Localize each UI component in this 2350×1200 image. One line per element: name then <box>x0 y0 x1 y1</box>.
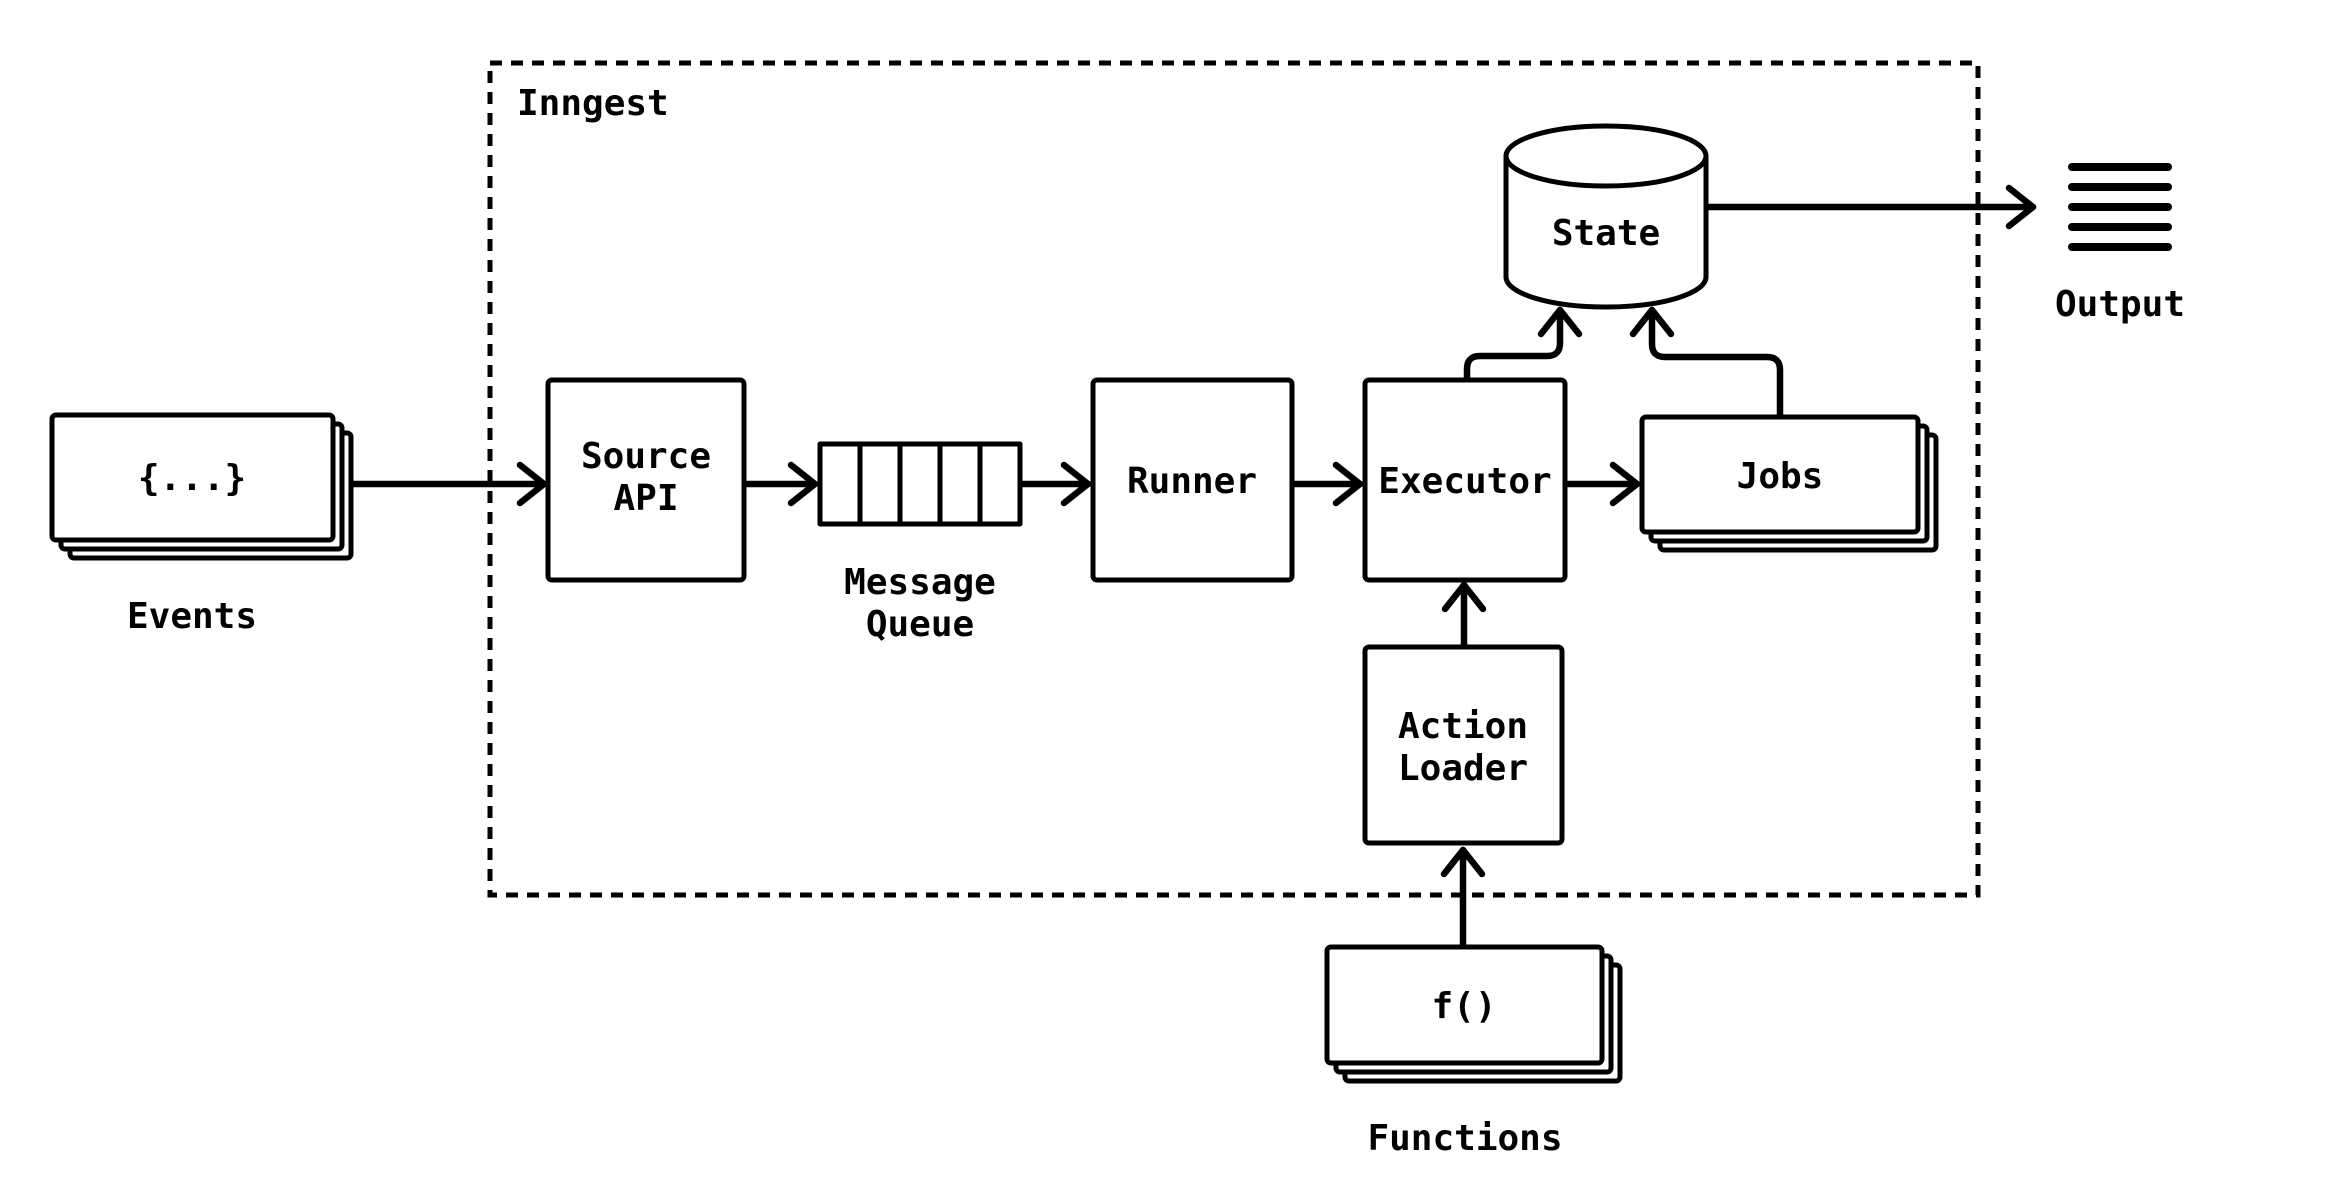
functions-box-text: f() <box>1431 986 1496 1027</box>
action-loader-box <box>1362 644 1565 846</box>
state-database-cylinder-body <box>1503 156 1709 310</box>
executor-node: Executor <box>1362 377 1568 583</box>
action-loader-label-line2: Loader <box>1398 748 1528 789</box>
arrow-jobs-to-state <box>1629 306 1784 421</box>
output-lines-icon <box>2068 163 2172 251</box>
functions-label: Functions <box>1367 1118 1562 1159</box>
executor-label: Executor <box>1378 461 1551 502</box>
jobs-node: Jobs <box>1639 414 1939 553</box>
functions-node: f() Functions <box>1324 944 1623 1159</box>
jobs-label: Jobs <box>1737 456 1824 497</box>
source-api-node: Source API <box>545 377 747 583</box>
action-loader-node: Action Loader <box>1362 644 1565 846</box>
executor-box <box>1362 377 1568 583</box>
inngest-container-border <box>487 60 1981 898</box>
functions-box <box>1324 944 1605 1066</box>
output-node: Output <box>2055 163 2185 325</box>
source-api-label-line1: Source <box>581 436 711 477</box>
inngest-label: Inngest <box>517 83 669 124</box>
events-label: Events <box>127 596 257 637</box>
message-queue-node: Message Queue <box>817 441 1023 645</box>
source-api-box <box>545 377 747 583</box>
state-label: State <box>1552 213 1660 254</box>
events-node: {...} Events <box>49 412 354 637</box>
jobs-box <box>1639 414 1921 535</box>
source-api-label-line2: API <box>613 478 678 519</box>
runner-box <box>1090 377 1295 583</box>
message-queue-label-line2: Queue <box>866 604 974 645</box>
events-box <box>49 412 336 543</box>
runner-label: Runner <box>1127 461 1257 502</box>
action-loader-label-line1: Action <box>1398 706 1528 747</box>
output-label: Output <box>2055 284 2185 325</box>
state-node: State <box>1503 123 1709 310</box>
message-queue-icon <box>817 441 1023 527</box>
state-database-cylinder-top <box>1503 123 1709 189</box>
message-queue-label-line1: Message <box>844 562 996 603</box>
arrow-executor-to-state <box>1463 306 1583 384</box>
events-box-text: {...} <box>138 458 246 499</box>
runner-node: Runner <box>1090 377 1295 583</box>
